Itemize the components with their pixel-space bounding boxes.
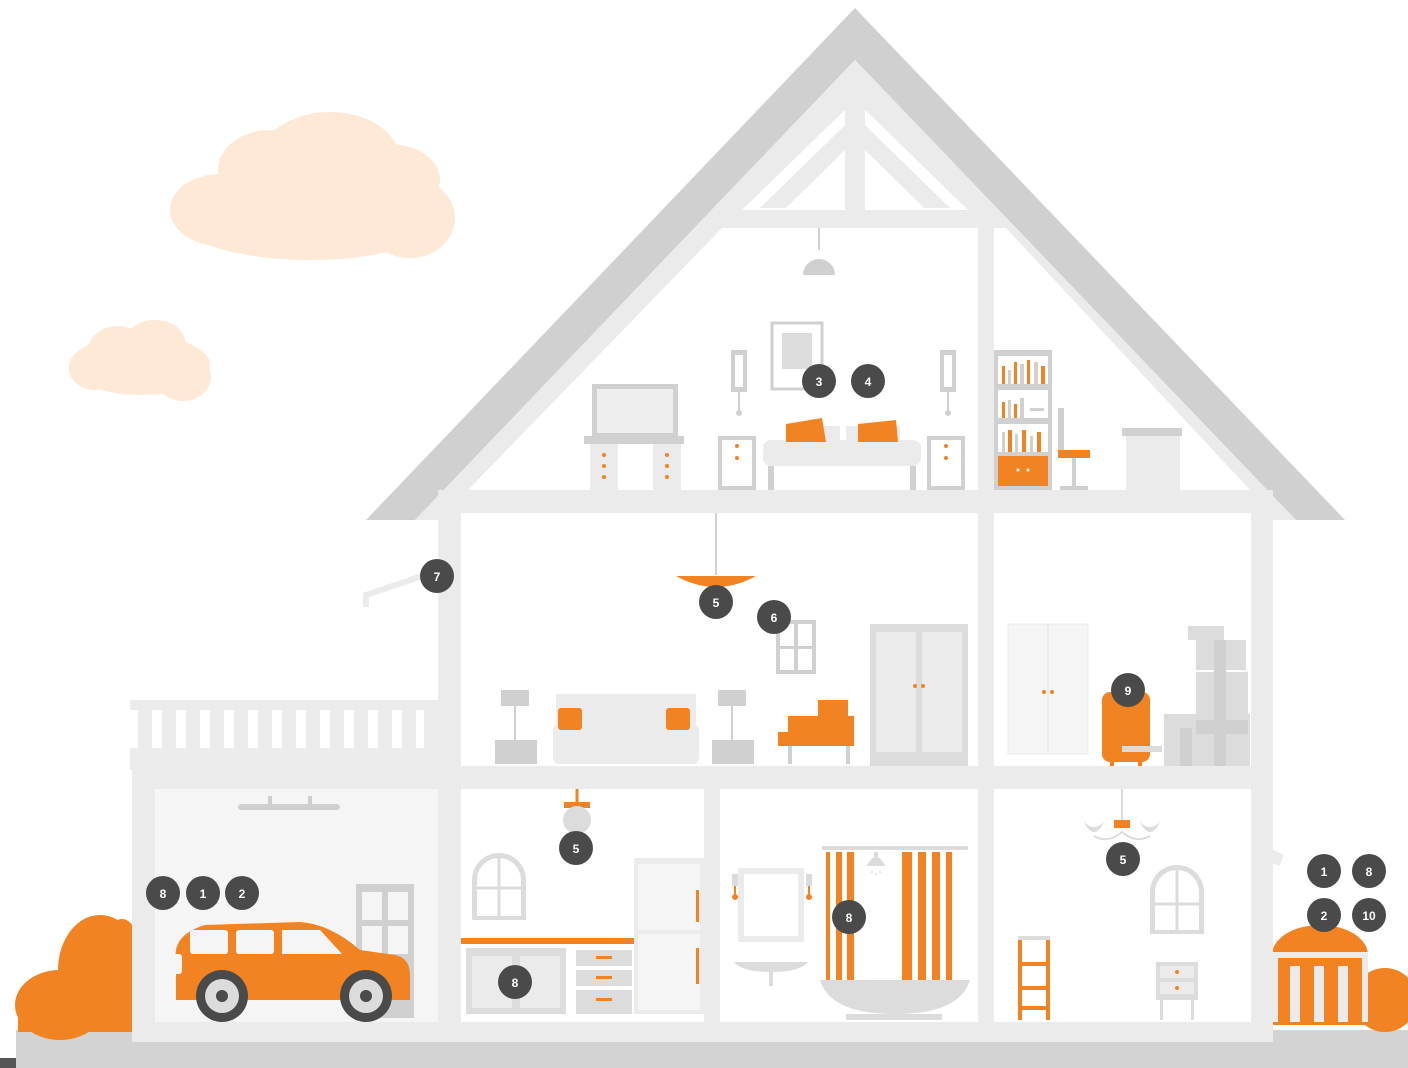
wardrobe: [870, 624, 968, 766]
marker-label: 5: [713, 596, 720, 610]
large-cloud: [170, 112, 455, 260]
gutter-downspout: [366, 575, 425, 607]
bathroom-mirror: [732, 868, 812, 942]
marker-label: 2: [239, 887, 246, 901]
marker-attic-4[interactable]: 4: [851, 364, 885, 398]
marker-label: 1: [1321, 865, 1328, 879]
sofa: [553, 694, 699, 764]
marker-outdoor-10[interactable]: 10: [1352, 898, 1386, 932]
marker-label: 8: [512, 976, 519, 990]
marker-label: 3: [816, 375, 823, 389]
marker-label: 4: [865, 375, 872, 389]
storage-cabinet: [1008, 624, 1088, 754]
marker-label: 6: [771, 611, 778, 625]
marker-living-window-6[interactable]: 6: [757, 600, 791, 634]
marker-label: 8: [846, 911, 853, 925]
ground-edge: [0, 1058, 16, 1068]
marker-label: 10: [1362, 909, 1376, 923]
marker-kitchen-cabinet-8[interactable]: 8: [498, 965, 532, 999]
marker-garage-8[interactable]: 8: [146, 876, 180, 910]
marker-label: 5: [1120, 853, 1127, 867]
attic-desk: [1122, 428, 1182, 490]
marker-outdoor-1[interactable]: 1: [1307, 854, 1341, 888]
marker-label: 9: [1125, 684, 1132, 698]
fridge: [634, 858, 704, 1014]
marker-gutter-7[interactable]: 7: [420, 559, 454, 593]
marker-label: 5: [573, 842, 580, 856]
left-bush: [15, 915, 142, 1040]
marker-label: 8: [1366, 865, 1373, 879]
marker-kitchen-light-5[interactable]: 5: [559, 831, 593, 865]
marker-outdoor-2[interactable]: 2: [1307, 898, 1341, 932]
marker-bath-shower-8[interactable]: 8: [832, 900, 866, 934]
marker-water-heater-9[interactable]: 9: [1111, 673, 1145, 707]
dining-window: [1150, 865, 1204, 934]
marker-dining-chandelier-5[interactable]: 5: [1106, 842, 1140, 876]
marker-attic-3[interactable]: 3: [802, 364, 836, 398]
marker-label: 8: [160, 887, 167, 901]
marker-garage-1[interactable]: 1: [186, 876, 220, 910]
bookshelf: [994, 350, 1052, 490]
marker-label: 2: [1321, 909, 1328, 923]
marker-living-light-5[interactable]: 5: [699, 585, 733, 619]
kitchen-window: [472, 853, 526, 920]
marker-outdoor-8[interactable]: 8: [1352, 854, 1386, 888]
marker-label: 1: [200, 887, 207, 901]
small-cloud: [69, 320, 211, 401]
marker-garage-2[interactable]: 2: [225, 876, 259, 910]
balcony-railing: [130, 700, 440, 770]
marker-label: 7: [434, 570, 441, 584]
